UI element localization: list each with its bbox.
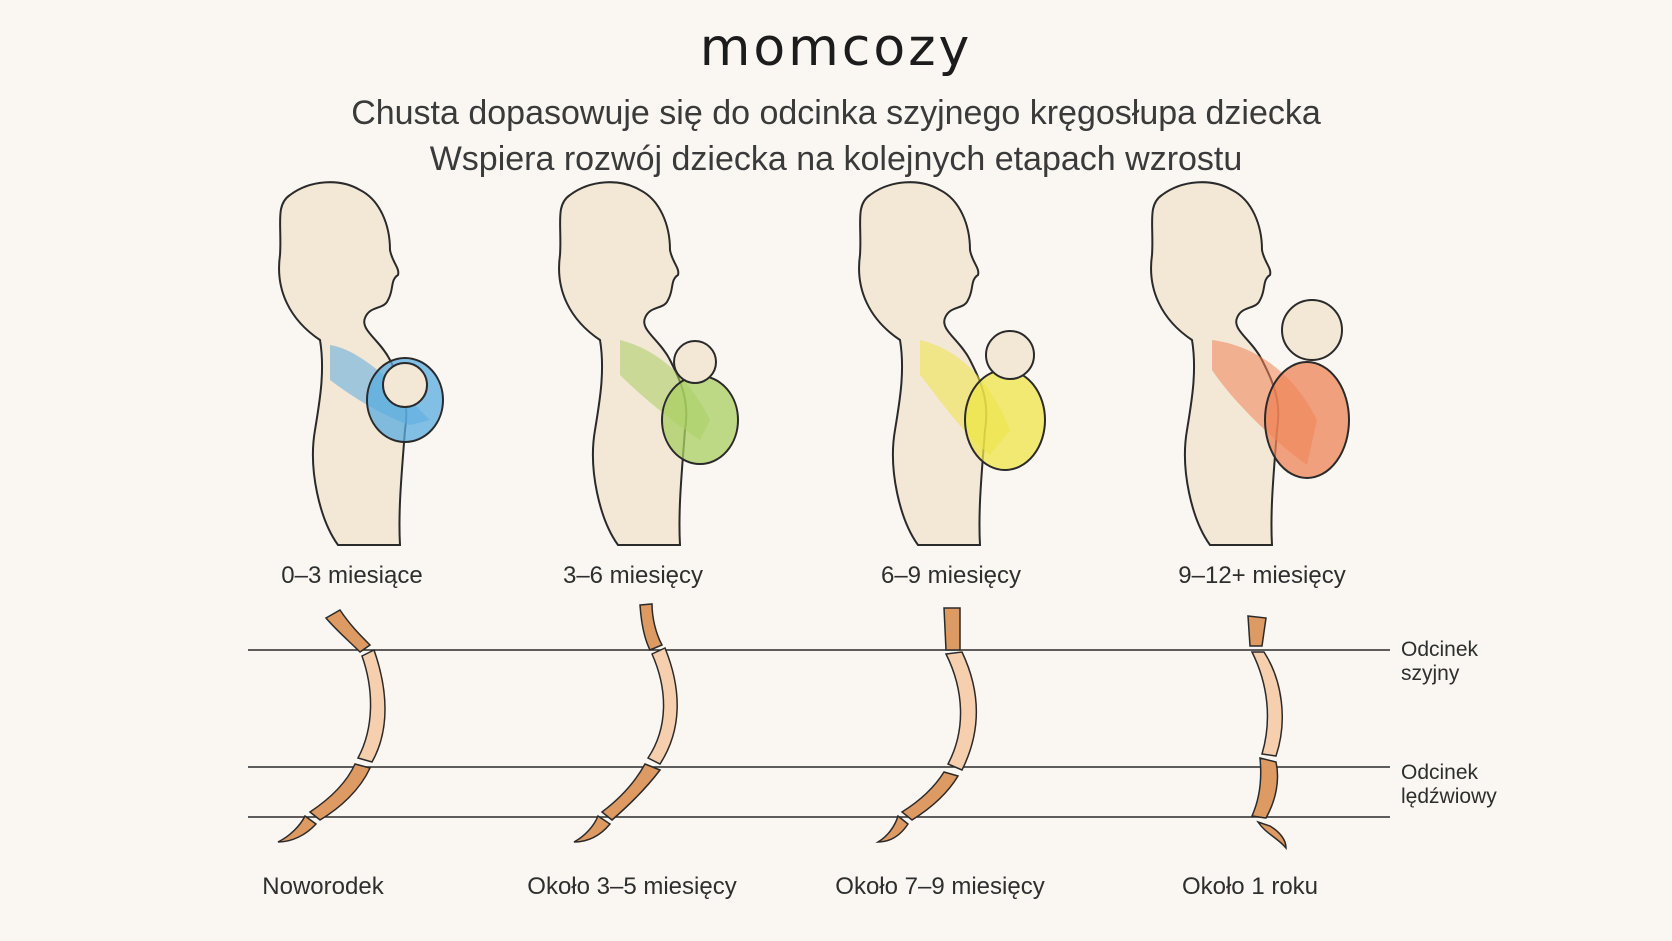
spine-sacrum-segment xyxy=(573,814,612,843)
spine-lumbar-segment xyxy=(308,763,372,821)
baby-pouch xyxy=(1264,361,1350,479)
spine-cervical-segment xyxy=(639,603,664,651)
spine-stage-2 xyxy=(573,603,678,843)
figure-stage-2 xyxy=(558,181,739,546)
lumbar-region-label-line-1: Odcinek xyxy=(1401,761,1479,784)
brand-logo: momcozy xyxy=(699,18,973,78)
age-label-stage-4: 9–12+ miesięcy xyxy=(1178,562,1346,589)
spine-lumbar-segment xyxy=(900,771,960,821)
spine-lumbar-segment xyxy=(1250,757,1279,819)
cervical-region-label-line-2: szyjny xyxy=(1401,662,1460,685)
age-label-stage-3: 6–9 miesięcy xyxy=(880,562,1022,589)
baby-head xyxy=(382,362,428,408)
cervical-region-label-line-1: Odcinek xyxy=(1401,638,1479,661)
spine-label-stage-1: Noworodek xyxy=(262,873,384,900)
spine-thoracic-segment xyxy=(944,651,977,771)
spine-label-stage-2: Około 3–5 miesięcy xyxy=(527,873,737,900)
baby-head xyxy=(1281,299,1343,361)
figure-stage-4 xyxy=(1150,181,1350,546)
spine-stage-4 xyxy=(1247,615,1287,851)
spine-label-stage-3: Około 7–9 miesięcy xyxy=(835,873,1045,900)
headline-line-1: Chusta dopasowuje się do odcinka szyjneg… xyxy=(351,94,1321,132)
headline-line-2: Wspiera rozwój dziecka na kolejnych etap… xyxy=(429,140,1243,178)
spine-sacrum-segment xyxy=(277,814,318,843)
spine-label-stage-4: Około 1 roku xyxy=(1181,873,1319,900)
figure-stage-1 xyxy=(278,181,444,546)
age-label-stage-2: 3–6 miesięcy xyxy=(562,562,704,589)
spine-thoracic-segment xyxy=(356,648,386,763)
baby-pouch xyxy=(661,375,739,465)
baby-head xyxy=(985,330,1035,380)
spine-sacrum-segment xyxy=(875,814,910,843)
baby-pouch xyxy=(964,369,1046,471)
spine-cervical-segment xyxy=(943,607,961,651)
spine-lumbar-segment xyxy=(600,763,662,821)
spine-thoracic-segment xyxy=(1250,651,1283,757)
lumbar-region-label-line-2: lędźwiowy xyxy=(1401,785,1497,808)
spine-stage-1 xyxy=(277,609,386,843)
figure-stage-3 xyxy=(858,181,1046,546)
spine-cervical-segment xyxy=(1247,615,1267,647)
cervical-region-label: Odcinek szyjny xyxy=(1401,638,1478,686)
spine-thoracic-segment xyxy=(646,646,678,765)
lumbar-region-label: Odcinek lędźwiowy xyxy=(1401,761,1497,809)
spine-sacrum-segment xyxy=(1256,820,1287,851)
spine-cervical-segment xyxy=(324,609,372,653)
baby-head xyxy=(673,340,717,384)
age-label-stage-1: 0–3 miesiące xyxy=(281,562,423,589)
spine-stage-3 xyxy=(875,607,977,843)
